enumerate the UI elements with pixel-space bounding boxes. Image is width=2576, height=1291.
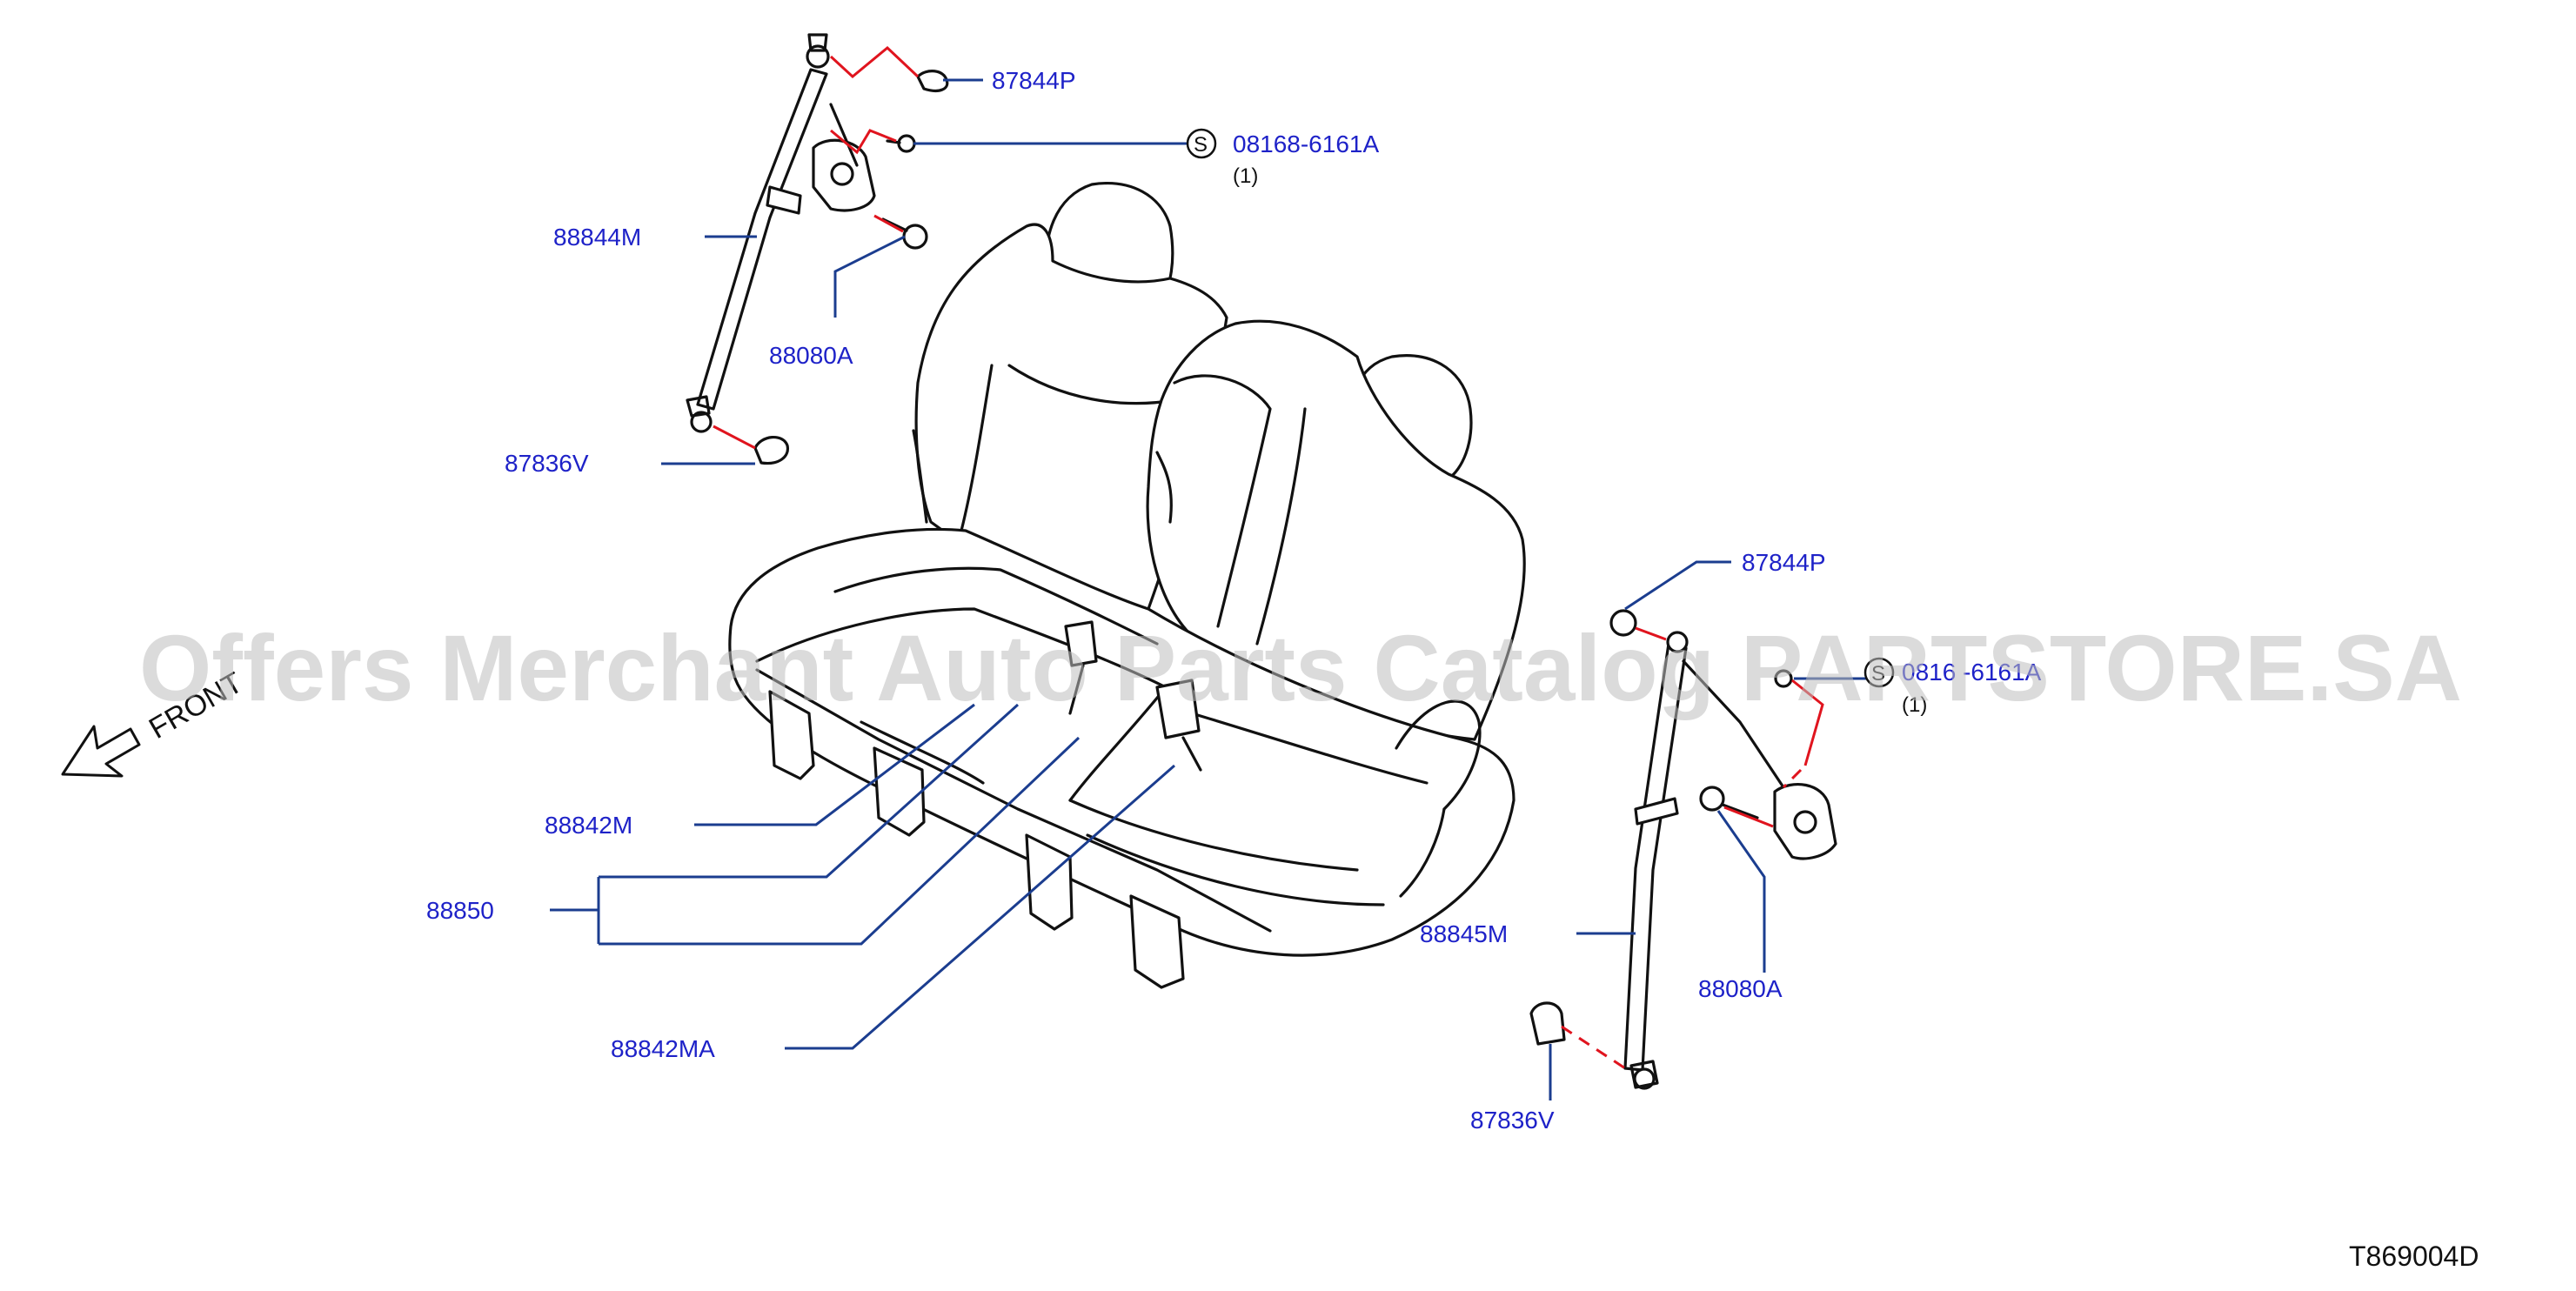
right-retractor-screw <box>1774 669 1793 688</box>
right-cover-lower <box>1529 1001 1566 1046</box>
connector-lines <box>713 46 1824 1070</box>
label-88842m[interactable]: 88842M <box>545 812 632 839</box>
watermark: Offers Merchant Auto Parts Catalog PARTS… <box>139 615 2462 720</box>
left-anchor-lower <box>690 411 713 433</box>
right-retractor-bolt <box>1699 786 1725 812</box>
seat-cushion <box>728 527 1515 957</box>
label-88080a-right[interactable]: 88080A <box>1698 975 1783 1002</box>
buckle-stub-left <box>1064 620 1098 667</box>
part-labels: 87844P 08168-6161A (1) 88844M 88080A 878… <box>426 67 2042 1134</box>
left-belt-webbing <box>696 68 828 411</box>
right-cover-upper <box>1609 609 1637 637</box>
standard-part-marker-left <box>1186 128 1217 159</box>
standard-part-marker-right <box>1863 657 1895 688</box>
left-cover-lower <box>753 436 789 465</box>
label-87836v-right[interactable]: 87836V <box>1470 1107 1555 1134</box>
qty-08168-6161a-right: (1) <box>1902 693 1927 717</box>
front-arrow-icon <box>61 725 141 778</box>
standard-part-symbol-left: S <box>1194 133 1208 157</box>
left-retractor-screw <box>897 134 916 153</box>
left-cover-upper <box>916 70 949 92</box>
left-seat-belt-assembly <box>686 33 949 465</box>
label-88850[interactable]: 88850 <box>426 897 494 924</box>
right-anchor-upper <box>1666 631 1689 653</box>
right-seat-leg-2 <box>1129 894 1185 989</box>
qty-08168-6161a-left: (1) <box>1233 164 1258 188</box>
standard-part-symbol-right: S <box>1871 662 1885 686</box>
label-88842ma[interactable]: 88842MA <box>611 1035 715 1062</box>
label-08168-6161a-right[interactable]: 0816 -6161A <box>1902 659 2042 686</box>
rear-seat-illustration <box>728 182 1526 989</box>
left-retractor-bolt <box>902 224 928 250</box>
label-88844m[interactable]: 88844M <box>553 224 641 251</box>
label-87844p-left[interactable]: 87844P <box>992 67 1076 94</box>
buckle-stub-center <box>1155 679 1201 739</box>
right-seatback <box>1146 319 1526 741</box>
right-retractor <box>1773 783 1837 860</box>
label-87836v-left[interactable]: 87836V <box>505 450 589 477</box>
label-88080a-left[interactable]: 88080A <box>769 342 853 369</box>
label-08168-6161a-left[interactable]: 08168-6161A <box>1233 130 1379 157</box>
right-seat-leg <box>1025 833 1074 931</box>
label-88845m[interactable]: 88845M <box>1420 920 1508 947</box>
leader-lines <box>550 78 1866 1100</box>
left-belt-guide <box>766 185 802 215</box>
left-retractor <box>812 138 876 212</box>
label-87844p-right[interactable]: 87844P <box>1742 549 1826 576</box>
left-seat-leg <box>768 690 815 780</box>
sheet-id: T869004D <box>2349 1241 2479 1272</box>
right-belt-guide <box>1634 797 1679 826</box>
right-seat-belt-assembly <box>1529 609 1837 1090</box>
